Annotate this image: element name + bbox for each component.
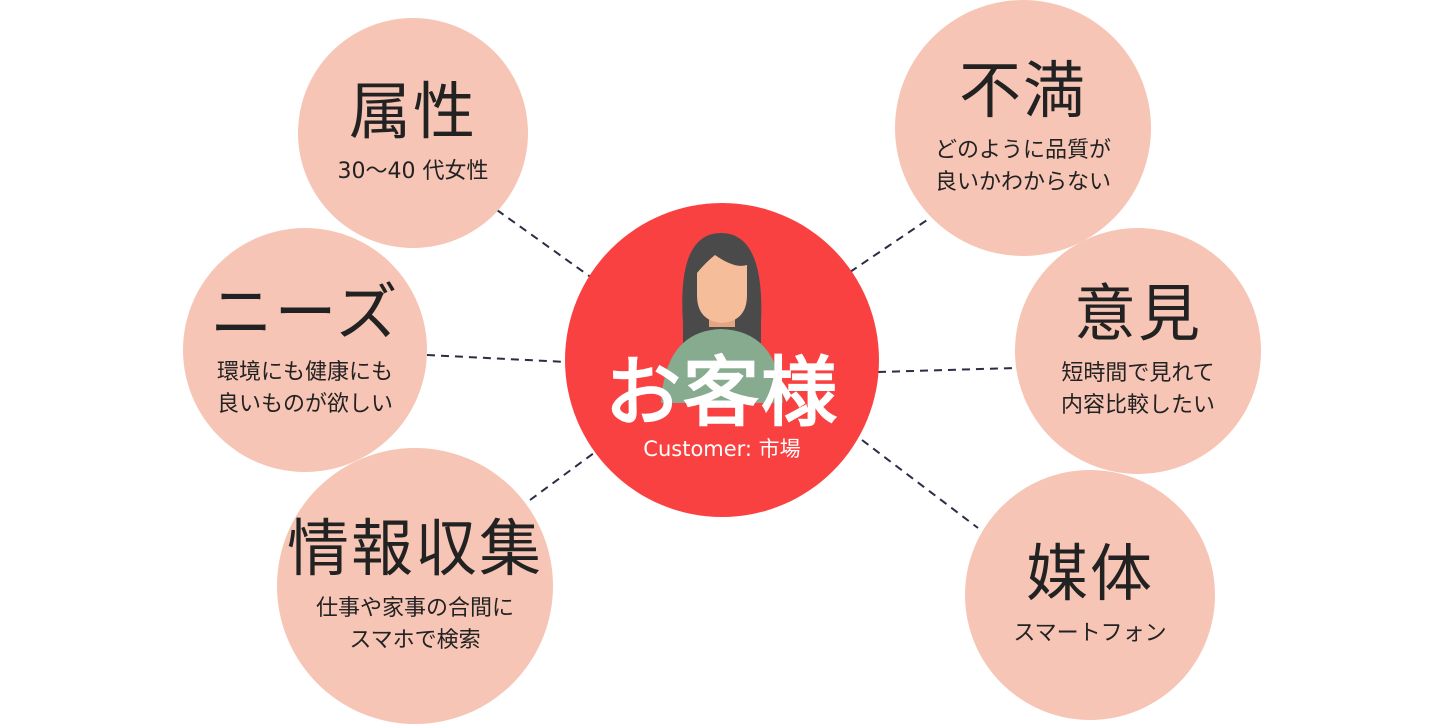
node-dissatisfaction: 不満 どのように品質が 良いかわからない bbox=[895, 0, 1151, 256]
connector-attribute bbox=[496, 209, 593, 279]
connector-media bbox=[861, 439, 979, 529]
node-title: 情報収集 bbox=[286, 512, 543, 586]
node-title: 属性 bbox=[348, 74, 477, 148]
node-title: ニーズ bbox=[210, 276, 400, 350]
node-opinion: 意見 短時間で見れて 内容比較したい bbox=[1015, 228, 1261, 474]
woman-avatar-icon bbox=[661, 233, 783, 403]
node-attribute: 属性 30〜40 代女性 bbox=[298, 18, 528, 248]
node-title: 媒体 bbox=[1025, 536, 1154, 610]
connector-dissatisfaction bbox=[849, 217, 931, 273]
node-info-gathering: 情報収集 仕事や家事の合間に スマホで検索 bbox=[277, 448, 553, 724]
node-media: 媒体 スマートフォン bbox=[965, 470, 1215, 720]
node-text: 仕事や家事の合間に スマホで検索 bbox=[315, 596, 514, 654]
node-text: 短時間で見れて 内容比較したい bbox=[1060, 361, 1215, 419]
center-subtitle: Customer: 市場 bbox=[643, 437, 801, 461]
center-customer: お客様 Customer: 市場 bbox=[565, 203, 879, 517]
node-text: どのように品質が 良いかわからない bbox=[934, 138, 1111, 196]
center-title: お客様 bbox=[605, 348, 839, 437]
node-text: スマートフォン bbox=[1013, 621, 1167, 647]
node-title: 不満 bbox=[958, 54, 1087, 128]
connector-info bbox=[529, 449, 599, 501]
node-title: 意見 bbox=[1073, 277, 1202, 351]
node-text: 環境にも健康にも 良いものが欲しい bbox=[216, 360, 393, 418]
node-needs: ニーズ 環境にも健康にも 良いものが欲しい bbox=[183, 228, 427, 472]
node-text: 30〜40 代女性 bbox=[337, 159, 489, 185]
connector-needs bbox=[426, 354, 568, 363]
connector-opinion bbox=[877, 367, 1016, 373]
